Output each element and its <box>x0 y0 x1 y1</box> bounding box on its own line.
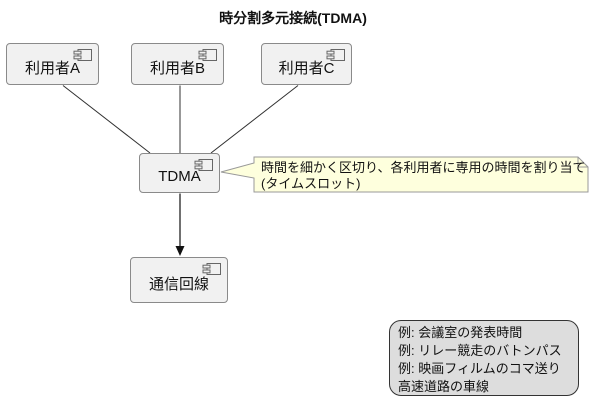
legend-box: 例: 会議室の発表時間 例: リレー競走のバトンパス 例: 映画フィルムのコマ送… <box>389 320 579 396</box>
node-label: 利用者C <box>278 60 335 77</box>
component-icon <box>194 159 213 171</box>
node-user-b: 利用者B <box>131 43 224 85</box>
component-icon <box>326 49 345 61</box>
component-icon <box>198 49 217 61</box>
diagram-title: 時分割多元接続(TDMA) <box>219 10 367 26</box>
node-tdma: TDMA <box>139 153 220 193</box>
note-text: 時間を細かく区切り、各利用者に専用の時間を割り当て (タイムスロット) <box>261 160 585 192</box>
edge-user-c-tdma <box>210 85 299 154</box>
legend-line: 例: 会議室の発表時間 <box>398 325 523 340</box>
note-line: 時間を細かく区切り、各利用者に専用の時間を割り当て <box>261 160 586 175</box>
node-user-a: 利用者A <box>6 43 99 85</box>
component-icon <box>202 263 221 275</box>
edge-user-a-tdma <box>62 85 151 154</box>
legend-line: 高速道路の車線 <box>398 379 490 394</box>
legend-line: 例: 映画フィルムのコマ送り <box>398 361 561 376</box>
legend-line: 例: リレー競走のバトンパス <box>398 343 562 358</box>
note-line: (タイムスロット) <box>261 176 361 191</box>
node-label: 利用者A <box>24 60 80 77</box>
component-icon <box>73 49 92 61</box>
node-label: 利用者B <box>149 60 205 77</box>
node-user-c: 利用者C <box>261 43 352 85</box>
node-label: 通信回線 <box>148 276 209 293</box>
node-label: TDMA <box>158 168 201 185</box>
arrowhead <box>175 246 185 256</box>
node-circuit: 通信回線 <box>130 257 228 303</box>
